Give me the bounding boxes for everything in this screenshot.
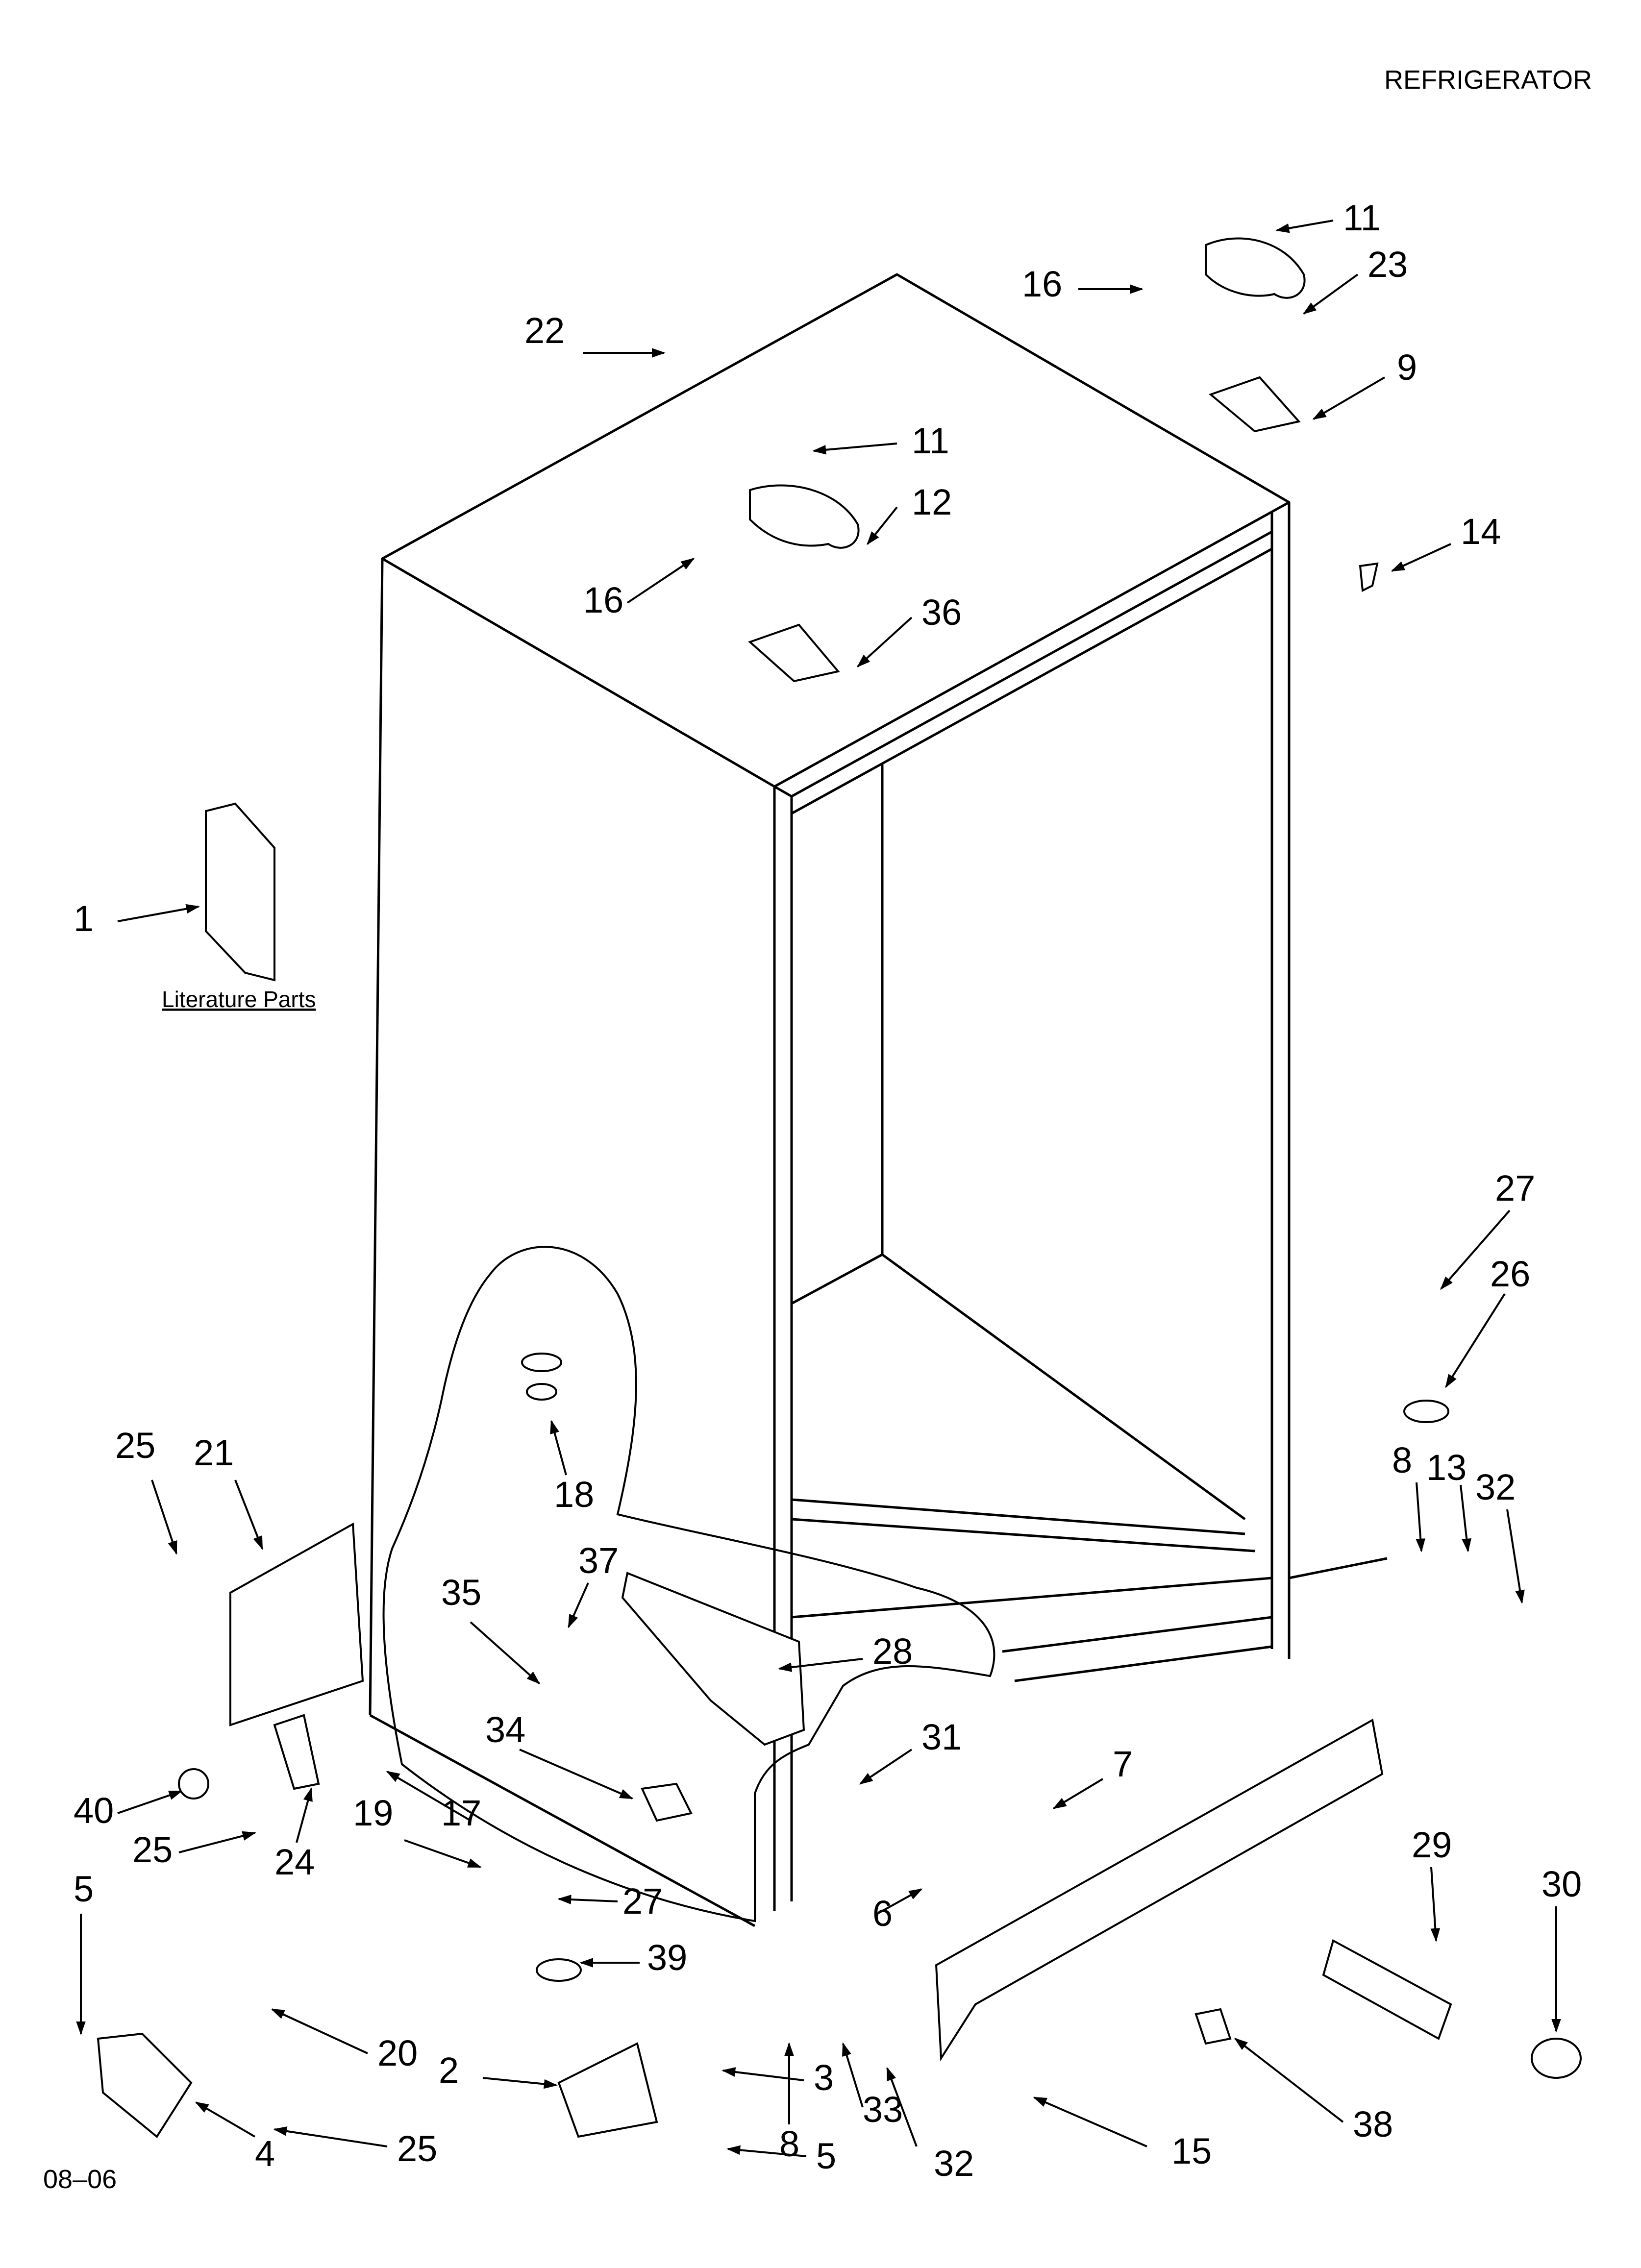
callout-leader (886, 2067, 918, 2147)
callout-number: 31 (921, 1717, 962, 1757)
callout-number: 15 (1171, 2131, 1212, 2171)
callout-leader (812, 443, 897, 455)
callout-number: 16 (1022, 264, 1062, 304)
callout-leader (482, 2077, 558, 2089)
callout-number: 6 (872, 1893, 893, 1934)
callout-leader (1440, 1209, 1511, 1290)
callout-number: 38 (1353, 2104, 1393, 2145)
callout-number: 11 (912, 420, 949, 461)
callout-leader (151, 1479, 177, 1555)
callout-number: 36 (921, 592, 962, 633)
callout-number: 27 (1495, 1168, 1535, 1208)
callout-leader (1234, 2038, 1344, 2123)
callout-leader (626, 558, 695, 604)
callout-leader (1033, 2096, 1147, 2147)
callout-number: 16 (583, 580, 623, 620)
refrigerator-cabinet (369, 273, 1388, 1927)
callout-leader (1391, 543, 1451, 572)
callout-leader (557, 1895, 618, 1904)
callout-leader (470, 1621, 541, 1684)
callout-number: 33 (863, 2089, 903, 2130)
callout-number: 5 (816, 2136, 836, 2176)
callout-leader (550, 1420, 567, 1476)
callout-number: 2 (439, 2050, 459, 2091)
callout-number: 14 (1461, 511, 1501, 552)
callout-number: 26 (1490, 1254, 1530, 1294)
callout-leader (1302, 273, 1359, 315)
callout-number: 37 (578, 1540, 619, 1581)
callout-number: 9 (1397, 347, 1417, 388)
callout-leader (117, 904, 200, 922)
callout-leader (726, 2145, 807, 2157)
callout-number: 3 (814, 2057, 834, 2098)
callout-leader (1275, 220, 1334, 233)
callout-leader (856, 616, 913, 667)
page-code: 08–06 (43, 2165, 117, 2194)
callout-number: 24 (274, 1842, 315, 1882)
callout-number: 13 (1426, 1447, 1467, 1488)
leader-arrows (76, 220, 1561, 2157)
literature-caption: Literature Parts (162, 986, 316, 1012)
callout-number: 7 (1113, 1744, 1133, 1784)
callout-number: 32 (1475, 1467, 1516, 1507)
callout-number: 29 (1412, 1824, 1452, 1865)
callout-leader (1052, 1778, 1104, 1809)
cutaway-outline (382, 1246, 995, 1923)
callout-number: 25 (397, 2128, 437, 2169)
callout-number: 5 (74, 1869, 94, 1909)
callout-leader (1430, 1867, 1441, 1942)
callout-number: 12 (912, 482, 952, 522)
callout-leader (842, 2042, 864, 2108)
callout-number: 11 (1343, 197, 1381, 238)
callout-number: 27 (622, 1881, 663, 1922)
callout-leader (877, 1888, 923, 1915)
callout-number: 20 (377, 2033, 418, 2073)
callout-leader (859, 1749, 913, 1785)
callout-number: 28 (872, 1631, 913, 1672)
callout-leader (867, 506, 898, 545)
callout-leader (195, 2101, 256, 2138)
callout-leader (386, 1771, 472, 1822)
callout-number: 18 (554, 1474, 594, 1515)
callout-leader (1460, 1484, 1471, 1553)
callout-number: 40 (74, 1790, 114, 1831)
callout-leader (296, 1787, 313, 1843)
callout-number: 4 (255, 2133, 275, 2174)
callout-leader (178, 1831, 256, 1853)
callout-number: 21 (194, 1432, 234, 1473)
callout-leader (1312, 376, 1386, 420)
callout-number: 32 (934, 2143, 974, 2184)
callout-number: 25 (132, 1829, 173, 1870)
callout-number: 34 (485, 1709, 525, 1750)
callout-leader (568, 1582, 589, 1628)
callout-number: 30 (1542, 1864, 1582, 1904)
callout-number: 1 (74, 898, 94, 939)
callout-leader (234, 1479, 263, 1550)
callout-leader (1506, 1509, 1525, 1604)
callout-leader (273, 2126, 388, 2147)
callout-number: 17 (441, 1793, 481, 1833)
part-sketches (97, 237, 1582, 2138)
callout-number: 25 (115, 1425, 155, 1466)
callout-leader (117, 1790, 183, 1814)
callout-leader (404, 1839, 482, 1868)
callout-number: 19 (353, 1793, 393, 1833)
callout-leader (1416, 1482, 1425, 1553)
callout-leader (271, 2008, 368, 2054)
callout-number: 8 (1392, 1440, 1412, 1480)
callout-leader (721, 2067, 804, 2081)
callout-leader (519, 1749, 634, 1800)
callout-number: 22 (524, 310, 565, 351)
page-title: REFRIGERATOR (1384, 65, 1592, 95)
callout-number: 23 (1368, 244, 1408, 285)
callout-number: 39 (647, 1937, 687, 1978)
callout-leader (1445, 1293, 1506, 1388)
callout-number: 8 (779, 2123, 799, 2164)
callout-leader (778, 1658, 863, 1672)
callout-number: 35 (441, 1572, 481, 1613)
